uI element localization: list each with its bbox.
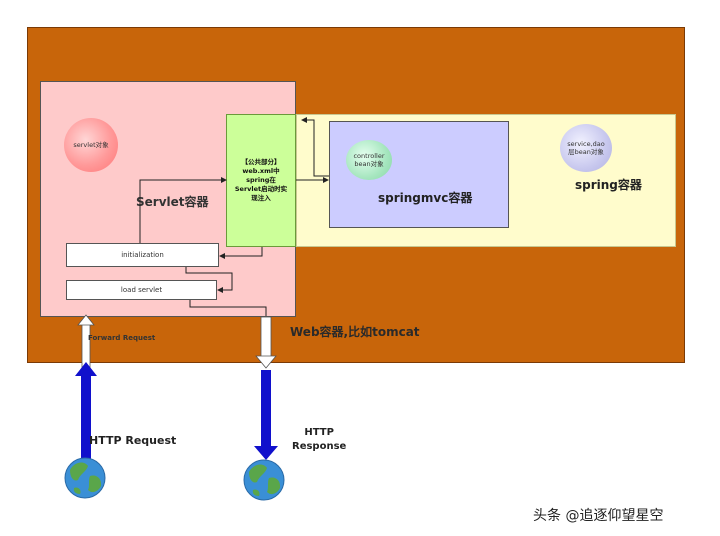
http-request-label: HTTP Request (89, 434, 177, 447)
load-servlet-step: load servlet (66, 280, 217, 300)
http-request-arrow (75, 362, 97, 462)
web-container-label: Web容器,比如tomcat (290, 325, 420, 339)
springmvc-container-label: springmvc容器 (378, 191, 473, 205)
service-bean-object: service,dao 层bean对象 (560, 124, 612, 172)
http-response-label: HTTP Response (292, 427, 347, 452)
spring-container-label: spring容器 (575, 178, 642, 192)
http-response-arrow (254, 370, 278, 460)
watermark: 头条 @追逐仰望星空 (533, 508, 664, 524)
forward-request-label: Forward Request (88, 334, 156, 342)
connector-init-to-load (185, 267, 233, 293)
globe-icon (243, 459, 285, 501)
connector-load-to-response (189, 300, 267, 316)
connector-init-to-common (139, 177, 227, 243)
common-part-box: 【公共部分】 web.xml中 spring在 Servlet启动时实 现注入 (226, 114, 296, 247)
servlet-container-label: Servlet容器 (136, 195, 209, 209)
common-part-text: 【公共部分】 web.xml中 spring在 Servlet启动时实 现注入 (234, 158, 288, 202)
globe-icon (64, 457, 106, 499)
servlet-object: servlet对象 (64, 118, 118, 172)
response-white-arrow (255, 316, 277, 369)
controller-bean-object: controller bean对象 (346, 140, 392, 180)
connector-common-to-init (219, 247, 263, 259)
initialization-step: initialization (66, 243, 219, 267)
connector-mvc-to-common (301, 117, 329, 177)
